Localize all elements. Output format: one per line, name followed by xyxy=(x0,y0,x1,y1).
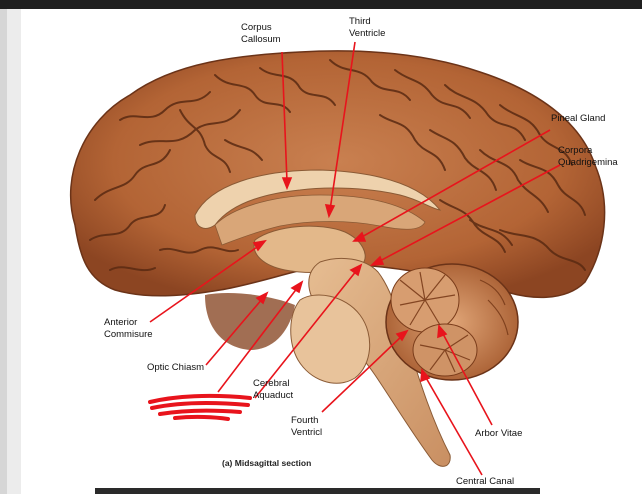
window-top-bar xyxy=(0,0,642,9)
corpus-callosum-shape xyxy=(194,169,442,229)
label-fourth-ventricle: Fourth Ventricl xyxy=(291,415,323,438)
label-third-ventricle: Third Ventricle xyxy=(349,16,386,39)
label-pineal-gland: Pineal Gland xyxy=(551,113,606,124)
vertical-scrollbar[interactable] xyxy=(0,9,7,494)
label-corpus-callosum: Corpus Callosum xyxy=(241,22,281,45)
label-corpora-quadrigemina: Corpora Quadrigemina xyxy=(558,145,618,168)
pointer-lines xyxy=(149,41,561,476)
gyri-sulci xyxy=(89,59,586,272)
label-arbor-vitae: Arbor Vitae xyxy=(475,428,523,439)
label-central-canal: Central Canal xyxy=(456,476,515,487)
next-image-edge xyxy=(95,488,540,494)
label-optic-chiasm: Optic Chiasm xyxy=(147,362,205,373)
cerebellum xyxy=(385,263,519,381)
label-cerebral-aquaduct: Cerebral Aquaduct xyxy=(253,378,294,401)
pons xyxy=(290,294,371,384)
label-anterior-commisure: Anterior Commisure xyxy=(104,317,153,340)
red-scribble xyxy=(148,393,252,421)
figure-caption: (a) Midsagittal section xyxy=(222,458,312,468)
